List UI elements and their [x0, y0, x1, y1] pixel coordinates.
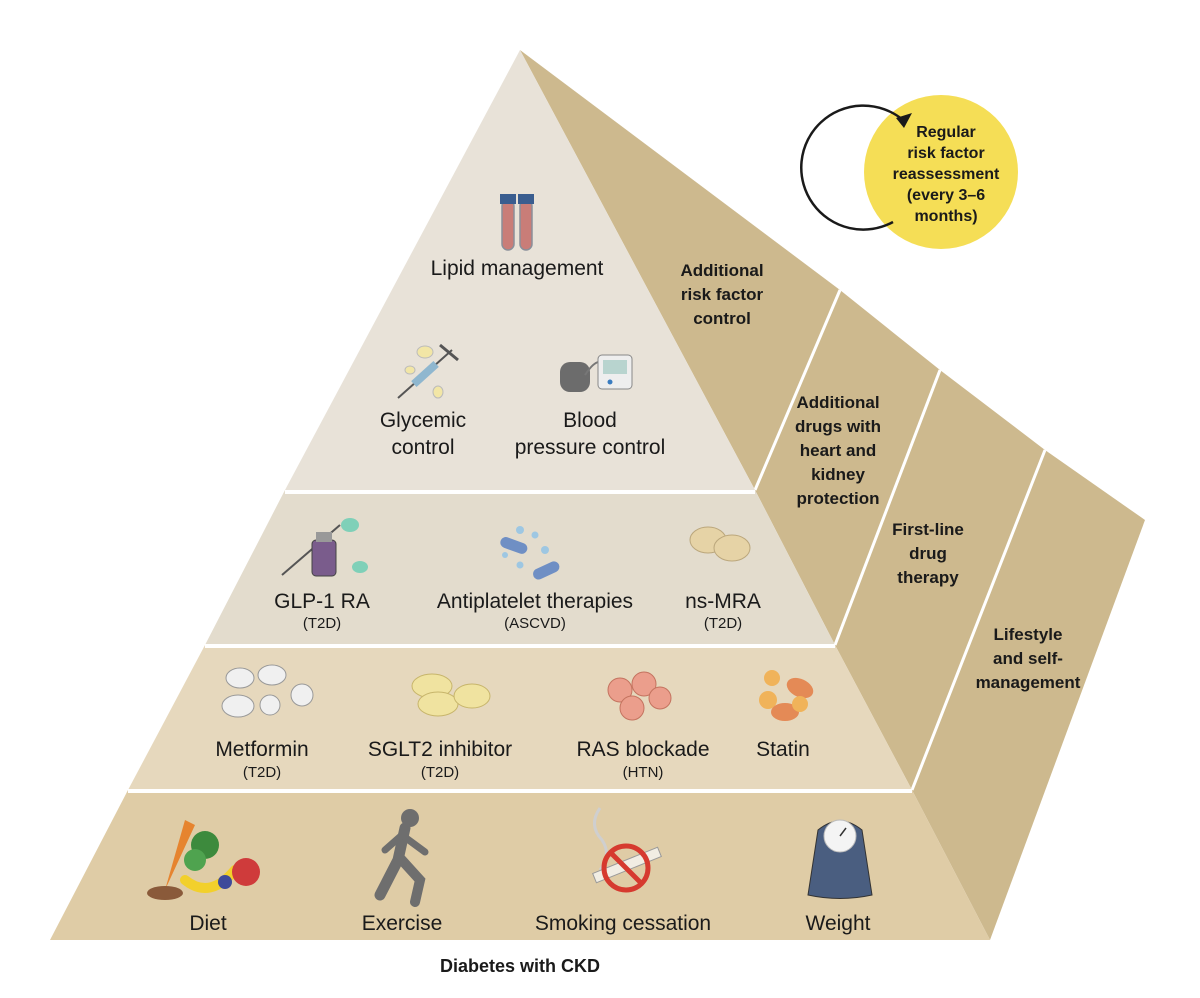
- lifestyle-line1: Lifestyle: [994, 625, 1063, 644]
- side-face-additional-risk: [520, 50, 840, 490]
- capsules-icon: [500, 526, 560, 580]
- first-line-line2: drug: [909, 544, 947, 563]
- metformin-note: (T2D): [243, 764, 281, 781]
- additional-risk-line2: risk factor: [681, 285, 764, 304]
- ras-label: RAS blockade: [576, 738, 709, 761]
- additional-drugs-line4: kidney: [811, 465, 865, 484]
- exercise-runner-icon: [374, 809, 429, 907]
- diet-food-icon: [147, 820, 260, 900]
- additional-drugs-line1: Additional: [796, 393, 879, 412]
- glycemic-label-line1: Glycemic: [380, 409, 466, 432]
- side-face-lifestyle: [912, 450, 1145, 940]
- smoking-cessation-label: Smoking cessation: [535, 912, 711, 935]
- statin-pills-icon: [759, 670, 814, 721]
- exercise-label: Exercise: [362, 912, 443, 935]
- blood-pressure-label-line1: Blood: [563, 409, 617, 432]
- nsmra-note: (T2D): [704, 615, 742, 632]
- glp1-note: (T2D): [303, 615, 341, 632]
- ras-note: (HTN): [623, 764, 664, 781]
- diagram-caption: Diabetes with CKD: [440, 956, 600, 976]
- tier-top: [285, 50, 755, 490]
- lipid-management-label: Lipid management: [431, 257, 604, 280]
- weight-label: Weight: [806, 912, 871, 935]
- side-faces: [520, 50, 1145, 940]
- metformin-label: Metformin: [215, 738, 308, 761]
- additional-drugs-line2: drugs with: [795, 417, 881, 436]
- reassessment-badge: Regular risk factor reassessment (every …: [800, 95, 1018, 249]
- blood-pressure-label-line2: pressure control: [515, 436, 666, 459]
- ras-tablets-icon: [607, 671, 672, 721]
- additional-drugs-line5: protection: [796, 489, 879, 508]
- metformin-tablets-icon: [221, 664, 314, 718]
- lifestyle-line2: and self-: [993, 649, 1063, 668]
- badge-line4: (every 3–6: [907, 187, 985, 204]
- injection-pen-icon: [281, 518, 368, 577]
- glycemic-label-line2: control: [391, 436, 454, 459]
- lifestyle-line3: management: [976, 673, 1081, 692]
- syringe-pills-icon: [397, 343, 459, 399]
- first-line-line1: First-line: [892, 520, 964, 539]
- antiplatelet-label: Antiplatelet therapies: [437, 590, 633, 613]
- weight-scale-icon: [807, 819, 873, 899]
- statin-label: Statin: [756, 738, 810, 761]
- antiplatelet-note: (ASCVD): [504, 615, 566, 632]
- ns-mra-tablets-icon: [689, 526, 751, 562]
- badge-line5: months): [914, 208, 977, 225]
- front-faces: [50, 50, 990, 940]
- diet-label: Diet: [189, 912, 227, 935]
- badge-line1: Regular: [916, 124, 976, 141]
- glp1-label: GLP-1 RA: [274, 590, 370, 613]
- blood-pressure-monitor-icon: [560, 354, 633, 392]
- badge-line3: reassessment: [893, 166, 1000, 183]
- sglt2-tablets-icon: [411, 673, 491, 717]
- test-tubes-icon: [500, 194, 534, 251]
- no-smoking-icon: [592, 807, 662, 893]
- sglt2-note: (T2D): [421, 764, 459, 781]
- nsmra-label: ns-MRA: [685, 590, 761, 613]
- badge-line2: risk factor: [907, 145, 984, 162]
- first-line-line3: therapy: [897, 568, 959, 587]
- additional-drugs-line3: heart and: [800, 441, 877, 460]
- tier-base: [50, 790, 990, 940]
- side-face-additional-drugs: [755, 290, 940, 645]
- sglt2-label: SGLT2 inhibitor: [368, 738, 512, 761]
- side-face-first-line: [835, 370, 1045, 790]
- additional-risk-line3: control: [693, 309, 751, 328]
- additional-risk-line1: Additional: [680, 261, 763, 280]
- tier-third: [128, 645, 912, 790]
